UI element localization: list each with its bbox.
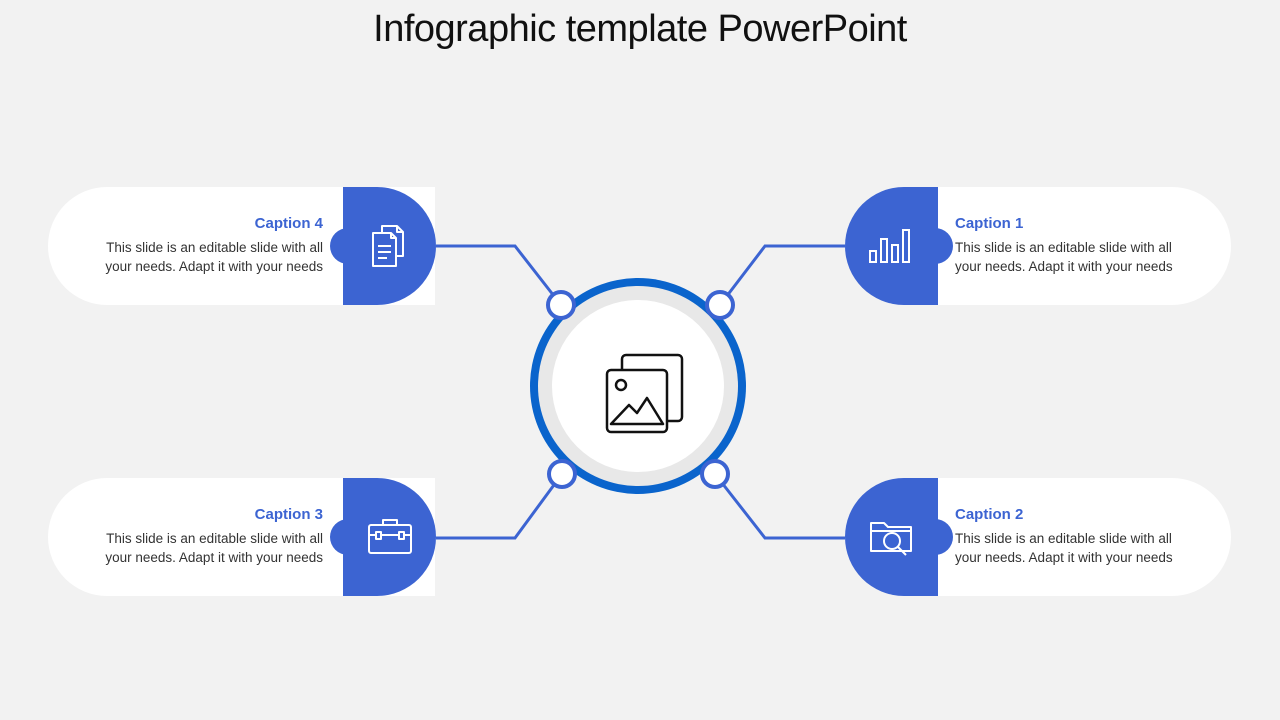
- notch: [917, 519, 953, 555]
- text-caption-1: Caption 1 This slide is an editable slid…: [955, 215, 1215, 276]
- caption-desc-line1: This slide is an editable slide with all: [955, 531, 1172, 546]
- junction-top-right: [705, 290, 735, 320]
- caption-desc-line2: your needs. Adapt it with your needs: [955, 259, 1173, 274]
- caption-desc-line2: your needs. Adapt it with your needs: [105, 259, 323, 274]
- notch: [917, 228, 953, 264]
- junction-bottom-left: [547, 459, 577, 489]
- caption-label: Caption 2: [955, 506, 1024, 523]
- connector-top-right: [718, 244, 845, 306]
- icon-box-caption-3: [343, 478, 436, 596]
- text-caption-4: Caption 4 This slide is an editable slid…: [63, 215, 323, 276]
- caption-label: Caption 4: [254, 215, 323, 232]
- connector-bottom-right: [713, 473, 845, 540]
- caption-desc-line1: This slide is an editable slide with all: [106, 531, 323, 546]
- text-caption-2: Caption 2 This slide is an editable slid…: [955, 506, 1215, 567]
- connector-bottom-left: [436, 473, 564, 540]
- card-caption-1: [937, 187, 1231, 305]
- bar-chart-icon: [869, 229, 910, 263]
- caption-desc-line2: your needs. Adapt it with your needs: [105, 550, 323, 565]
- caption-label: Caption 1: [955, 215, 1024, 232]
- card-caption-2: [937, 478, 1231, 596]
- briefcase-icon: [368, 519, 412, 554]
- junction-top-left: [546, 290, 576, 320]
- caption-desc-line1: This slide is an editable slide with all: [955, 240, 1172, 255]
- junction-bottom-right: [700, 459, 730, 489]
- folder-search-icon: [870, 522, 912, 556]
- center-hub-core: [552, 300, 724, 472]
- text-caption-3: Caption 3 This slide is an editable slid…: [63, 506, 323, 567]
- caption-desc-line1: This slide is an editable slide with all: [106, 240, 323, 255]
- caption-label: Caption 3: [254, 506, 323, 523]
- icon-box-caption-1: [845, 187, 938, 305]
- center-hub-inner: [538, 286, 738, 486]
- slide-title: Infographic template PowerPoint: [373, 8, 907, 50]
- icon-box-caption-4: [343, 187, 436, 305]
- image-gallery-icon: [605, 353, 684, 434]
- document-icon: [372, 225, 404, 267]
- connector-top-left: [436, 244, 563, 306]
- caption-desc-line2: your needs. Adapt it with your needs: [955, 550, 1173, 565]
